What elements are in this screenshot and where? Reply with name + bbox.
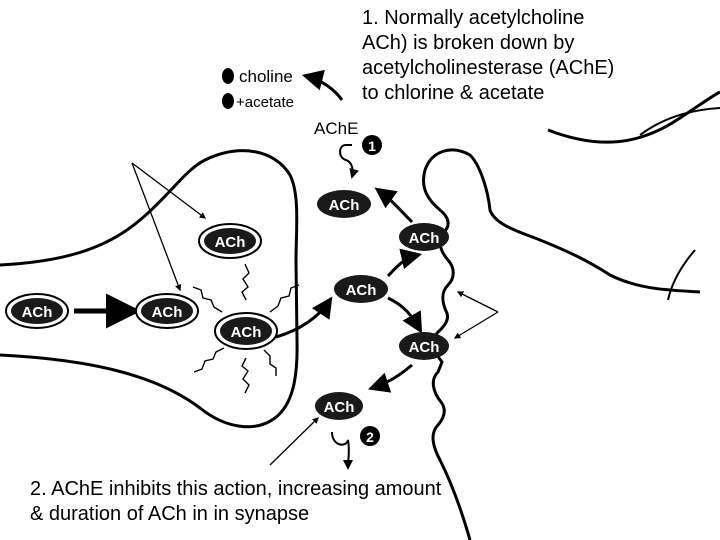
arrow-release-from-receptor-upper bbox=[374, 187, 414, 224]
vesicle-incoming: ACh bbox=[5, 293, 69, 329]
pointer-to-receptor-lower bbox=[453, 311, 499, 339]
pointer-to-vesicle-lower bbox=[131, 162, 182, 292]
presynaptic-membrane-top bbox=[0, 149, 299, 267]
arrow-release-to-cleft bbox=[275, 296, 333, 339]
svg-text:ACh: ACh bbox=[231, 324, 262, 341]
ach-in-cleft: ACh bbox=[334, 275, 388, 303]
ach-at-ache: ACh bbox=[315, 392, 363, 420]
neighbor-cell-boundary-bottom bbox=[667, 249, 696, 301]
svg-text:2: 2 bbox=[366, 429, 374, 445]
arrow-products-out bbox=[301, 69, 344, 101]
vesicle-docking: ACh bbox=[135, 293, 199, 329]
annotation-step-1: 1. Normally acetylcholine ACh) is broken… bbox=[362, 7, 615, 104]
svg-text:ACh: ACh bbox=[215, 234, 246, 251]
choline-molecule bbox=[222, 68, 234, 84]
neighbor-cell-boundary-top-inner bbox=[639, 107, 720, 136]
ache-reaction-hook-1 bbox=[339, 144, 360, 179]
arrow-to-receptor-lower bbox=[387, 296, 423, 334]
neighbor-cell-boundary-top bbox=[547, 90, 720, 144]
vesicle-stored: ACh bbox=[198, 223, 262, 259]
arrow-to-receptor-upper bbox=[386, 248, 423, 278]
step-1-marker: 1 bbox=[362, 135, 382, 155]
ach-released-upper: ACh bbox=[317, 190, 371, 218]
pointer-to-receptor-upper bbox=[456, 291, 499, 313]
ach-bound-receptor-upper: ACh bbox=[399, 223, 449, 251]
svg-text:ACh: ACh bbox=[324, 399, 355, 416]
ache-label: AChE bbox=[314, 119, 358, 138]
svg-text:ACh: ACh bbox=[329, 197, 360, 214]
acetate-label: +acetate bbox=[236, 94, 294, 111]
step-2-marker: 2 bbox=[360, 426, 380, 446]
svg-text:ACh: ACh bbox=[346, 282, 377, 299]
svg-text:ACh: ACh bbox=[152, 304, 183, 321]
release-burst bbox=[192, 263, 300, 394]
svg-text:ACh: ACh bbox=[22, 304, 53, 321]
ach-bound-receptor-lower: ACh bbox=[399, 332, 449, 360]
annotation-step-2: 2. AChE inhibits this action, increasing… bbox=[30, 478, 442, 525]
acetate-molecule bbox=[222, 93, 234, 109]
presynaptic-membrane-bottom bbox=[0, 261, 299, 429]
choline-label: choline bbox=[239, 67, 293, 86]
arrow-release-from-receptor-lower bbox=[368, 363, 413, 393]
pointer-to-inhibited-reaction bbox=[269, 417, 319, 466]
vesicle-fusing: ACh bbox=[214, 312, 278, 350]
svg-text:1: 1 bbox=[368, 138, 376, 154]
ache-reaction-hook-2 bbox=[331, 431, 354, 470]
svg-text:ACh: ACh bbox=[409, 230, 440, 247]
postsynaptic-membrane bbox=[422, 148, 701, 540]
svg-text:ACh: ACh bbox=[409, 339, 440, 356]
pointer-to-vesicle-upper bbox=[131, 162, 207, 219]
